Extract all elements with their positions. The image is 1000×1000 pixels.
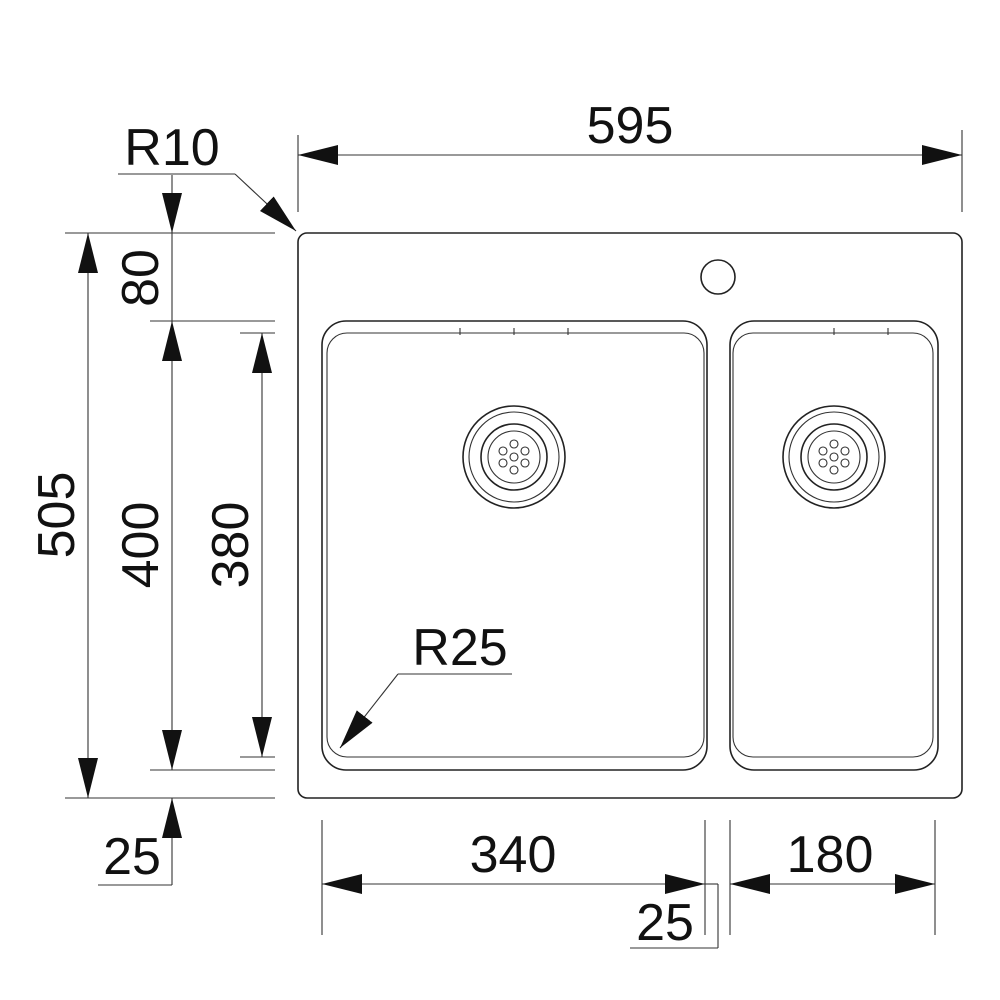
r10-label: R10: [124, 119, 219, 177]
dim-bowl-gap: 25: [630, 883, 719, 952]
left-drain: [462, 405, 566, 509]
bowl-inner-depth-label: 380: [202, 502, 260, 589]
bowl-gap-label: 25: [636, 894, 694, 952]
dim-r25: R25: [339, 619, 512, 749]
dim-left-bowl-width: 340: [322, 826, 705, 894]
overall-width-label: 595: [587, 97, 674, 155]
rear-margin-label: 25: [103, 828, 161, 886]
right-drain: [782, 405, 886, 509]
dim-bowl-inner-depth: 380: [202, 333, 272, 757]
dim-bowl-outer-depth: 400: [112, 321, 182, 770]
dim-overall-width: 595: [297, 97, 963, 212]
left-bowl: [321, 320, 708, 771]
overall-depth-label: 505: [28, 472, 86, 559]
tap-hole: [700, 259, 736, 295]
left-bowl-width-label: 340: [470, 826, 557, 884]
r25-label: R25: [412, 619, 507, 677]
dim-r10: R10: [118, 119, 297, 232]
dim-overall-depth: 505: [28, 233, 98, 798]
front-margin-label: 80: [112, 249, 170, 307]
right-bowl-width-label: 180: [787, 826, 874, 884]
sink-outline: [297, 232, 963, 799]
dim-right-bowl-width: 180: [730, 826, 935, 894]
dim-rear-margin: 25: [98, 798, 182, 886]
bowl-outer-depth-label: 400: [112, 502, 170, 589]
right-bowl: [729, 320, 939, 771]
dim-front-margin: 80: [112, 175, 182, 321]
